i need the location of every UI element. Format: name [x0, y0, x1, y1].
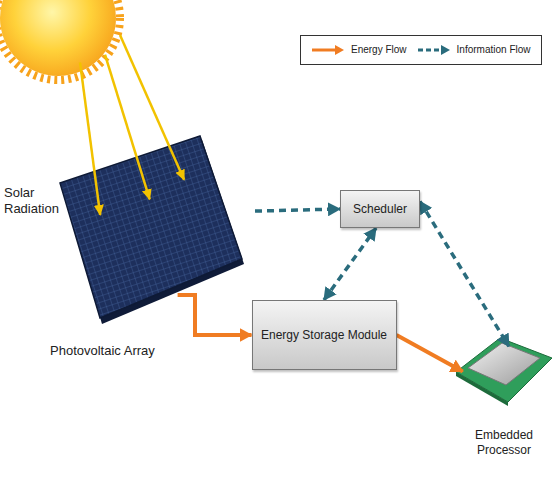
pv-array-node: Photovoltaic Array [40, 135, 255, 330]
legend-label: Energy Flow [351, 44, 407, 57]
sun [0, 0, 120, 80]
photovoltaic-panel [60, 136, 244, 324]
radiation-arrow [120, 35, 184, 180]
energy-flow-arrow [397, 335, 463, 372]
information-flow-arrow [420, 201, 509, 346]
information-flow-arrow [324, 228, 376, 300]
node-label: Embedded Processor [455, 428, 553, 458]
process-box: Scheduler [340, 190, 420, 228]
energy-flow-arrow [178, 295, 252, 335]
radiation-arrow [105, 55, 150, 200]
processor-chip [456, 338, 552, 406]
legend-sample [417, 44, 451, 56]
box-label: Energy Storage Module [261, 328, 387, 343]
node-label: Solar Radiation [4, 185, 76, 218]
radiation-arrow [80, 62, 100, 215]
legend-item: Energy Flow [311, 44, 407, 57]
process-box: Energy Storage Module [252, 300, 397, 370]
box-label: Scheduler [353, 202, 407, 217]
legend-item: Information Flow [417, 44, 531, 57]
information-flow-arrow [255, 209, 340, 211]
legend-box: Energy Flow Information Flow [300, 35, 542, 65]
processor-node: Embedded Processor [455, 332, 553, 404]
legend-sample [311, 44, 345, 56]
sun-node: Solar Radiation [0, 0, 125, 78]
legend-label: Information Flow [457, 44, 531, 57]
node-label: Photovoltaic Array [50, 343, 250, 359]
